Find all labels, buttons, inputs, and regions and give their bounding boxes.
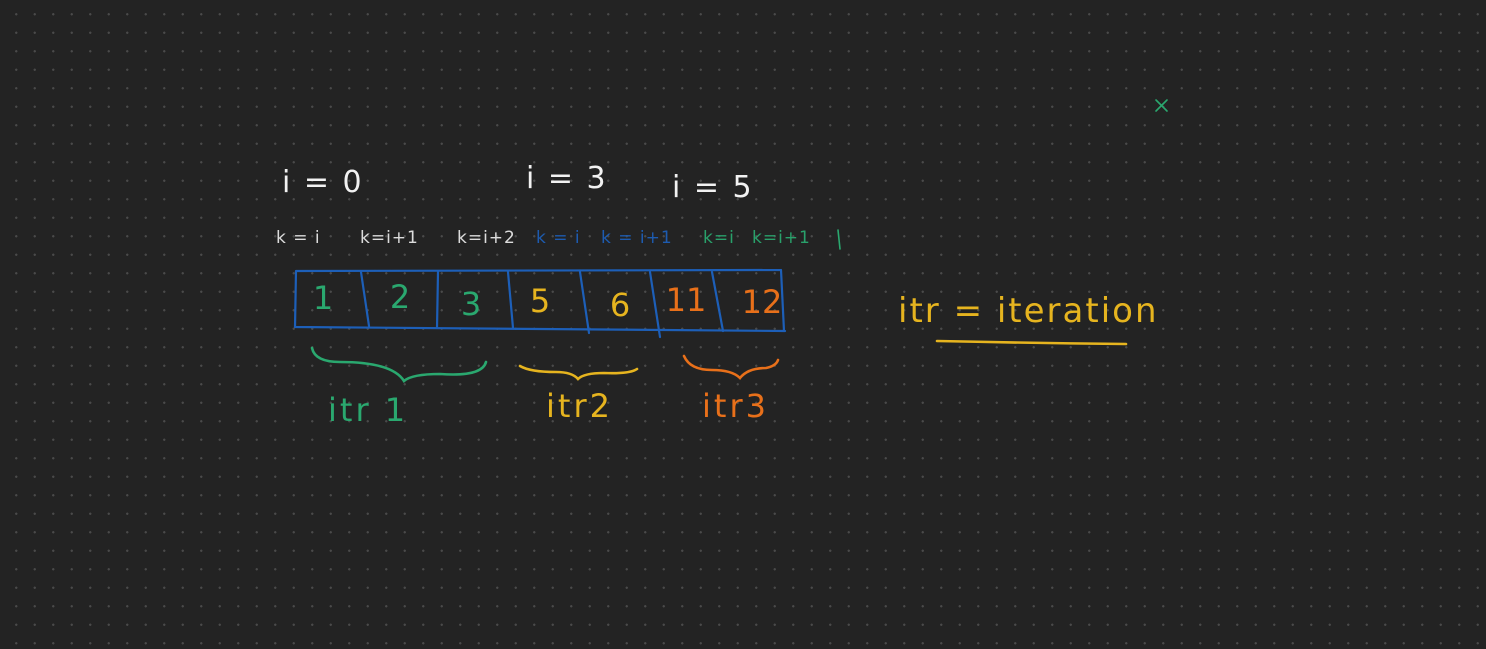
green-tick	[837, 229, 841, 250]
array-cell-7: 12	[741, 283, 783, 321]
array-cell-5: 6	[609, 286, 631, 324]
itr2-label: itr2	[546, 387, 613, 425]
k-label-5: k=i	[703, 228, 735, 248]
k-label-2: k=i+2	[457, 228, 516, 248]
i-label-1: i = 3	[526, 161, 608, 196]
itr1-brace	[310, 346, 488, 383]
array-cell-6: 11	[665, 281, 707, 319]
k-label-1: k=i+1	[360, 228, 419, 248]
k-label-3: k = i	[536, 228, 581, 248]
itr3-brace	[682, 354, 780, 380]
k-label-4: k = i+1	[601, 228, 673, 248]
itr3-label: itr3	[702, 387, 769, 425]
i-label-2: i = 5	[672, 170, 754, 205]
legend-text: itr = iteration	[898, 291, 1159, 331]
itr2-brace	[518, 364, 639, 381]
i-label-0: i = 0	[282, 165, 364, 200]
legend-underline	[935, 339, 1128, 346]
array-cell-4: 5	[529, 282, 551, 320]
k-label-6: k=i+1	[752, 228, 811, 248]
array-cell-2: 2	[389, 278, 411, 316]
array-cell-3: 3	[460, 285, 482, 323]
itr1-label: itr 1	[328, 391, 409, 429]
array-cell-dividers	[359, 270, 725, 339]
k-label-0: k = i	[276, 228, 321, 248]
array-cell-1: 1	[312, 279, 334, 317]
close-icon[interactable]	[1155, 99, 1168, 112]
array-box-outline	[293, 268, 787, 333]
